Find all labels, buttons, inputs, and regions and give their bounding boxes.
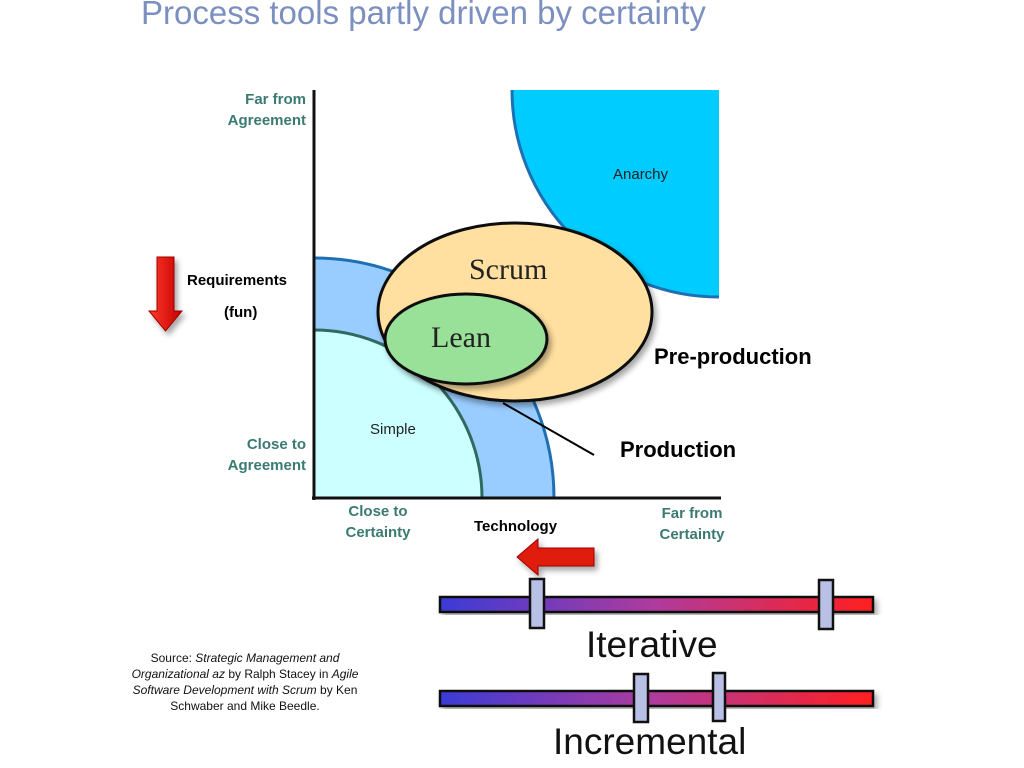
production-pointer (502, 402, 595, 456)
lean-ellipse (383, 292, 549, 386)
incremental-marker-1 (632, 672, 650, 724)
y-axis-bottom-line1: Close to (246, 436, 306, 453)
pre-production-label: Pre-production (654, 344, 812, 369)
x-axis-left-line1: Close to (348, 503, 408, 520)
iterative-marker-1 (528, 577, 546, 630)
technology-arrow-icon (516, 537, 595, 577)
y-axis-top-line2: Agreement (227, 112, 306, 129)
source-by1: by Ralph Stacey in (224, 667, 332, 681)
simple-zone (314, 328, 484, 498)
iterative-bar (438, 595, 875, 614)
iterative-label: Iterative (586, 624, 718, 665)
y-axis-top-line1: Far from (245, 91, 306, 108)
simple-label: Simple (370, 421, 416, 438)
x-axis-right-line2: Certainty (659, 526, 725, 543)
y-axis-top-label: Far from Agreement (196, 89, 306, 131)
iterative-marker-2 (817, 578, 835, 631)
incremental-bar (438, 689, 875, 708)
x-axis-right-label: Far from Certainty (641, 503, 743, 545)
lean-label: Lean (431, 321, 491, 354)
anarchy-zone (510, 90, 719, 299)
x-axis-left-line2: Certainty (345, 524, 411, 541)
source-citation: Source: Strategic Management and Organiz… (113, 650, 377, 714)
anarchy-label: Anarchy (613, 166, 669, 183)
requirements-label: Requirements (187, 272, 288, 289)
x-axis-left-label: Close to Certainty (328, 501, 428, 543)
x-axis-right-line1: Far from (661, 505, 723, 522)
y-axis-bottom-label: Close to Agreement (196, 434, 306, 476)
incremental-label: Incremental (553, 721, 747, 762)
slide-title: Process tools partly driven by certainty (141, 0, 706, 31)
source-prefix: Source: (150, 651, 196, 665)
source-book2: Agile Software Development with Scrum (132, 667, 359, 697)
production-label: Production (620, 437, 737, 462)
source-book1: Strategic Management and Organizational … (131, 651, 340, 681)
technology-label: Technology (474, 518, 558, 535)
requirements-arrow-icon (147, 256, 184, 332)
y-axis-bottom-line2: Agreement (227, 457, 306, 474)
source-by2: by Ken Schwaber and Mike Beedle. (170, 683, 358, 713)
incremental-marker-2 (711, 671, 727, 723)
scrum-label: Scrum (469, 253, 548, 286)
requirements-note: (fun) (224, 304, 258, 321)
